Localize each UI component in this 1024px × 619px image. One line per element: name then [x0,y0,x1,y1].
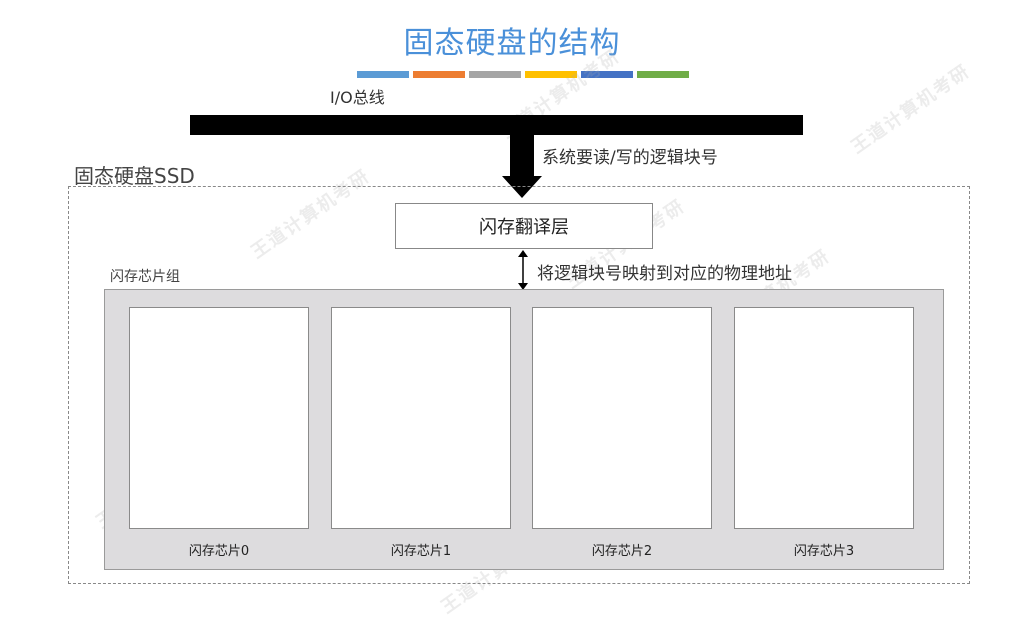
ssd-boundary [68,186,970,584]
flash-chip-3 [734,307,914,529]
color-bar-blue [357,71,409,78]
mapping-label: 将逻辑块号映射到对应的物理地址 [537,264,792,284]
color-bar-gray [469,71,521,78]
mapping-arrow [518,250,528,290]
flash-chip-1 [331,307,511,529]
io-bus-label: I/O总线 [330,88,385,107]
flash-chip-0 [129,307,309,529]
diagram-title: 固态硬盘的结构 [403,26,621,61]
color-bar-orange [413,71,465,78]
io-bus [190,115,803,135]
color-bar-dark-blue [581,71,633,78]
flash-translation-layer: 闪存翻译层 [395,203,653,249]
bus-to-ssd-arrowhead [502,176,542,198]
flash-chip-2 [532,307,712,529]
color-bar-yellow [525,71,577,78]
bus-to-ssd-arrow-stem [510,115,534,177]
color-bar-green [637,71,689,78]
flash-chip-1-label: 闪存芯片1 [390,544,452,559]
flash-chip-2-label: 闪存芯片2 [591,544,653,559]
flash-chip-3-label: 闪存芯片3 [793,544,855,559]
request-label: 系统要读/写的逻辑块号 [542,148,718,168]
watermark: 王道计算机考研 [847,60,975,158]
chip-group-label: 闪存芯片组 [110,269,180,285]
flash-chip-0-label: 闪存芯片0 [188,544,250,559]
ssd-label: 固态硬盘SSD [74,164,195,188]
ftl-label: 闪存翻译层 [479,217,569,238]
